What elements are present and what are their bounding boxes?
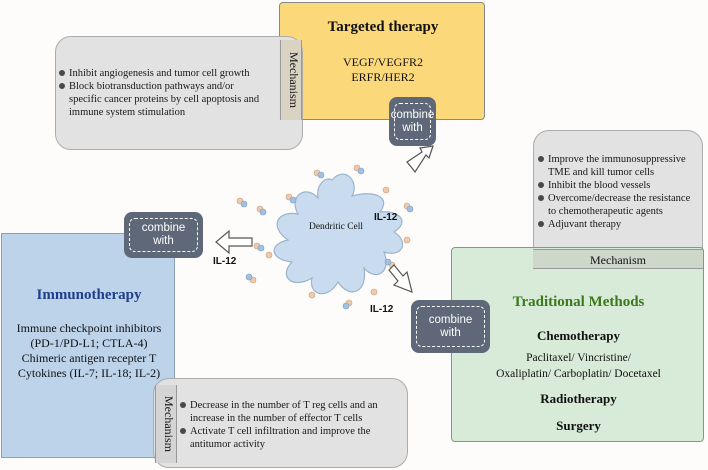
targeted-mechanism-list: Inhibit angiogenesis and tumor cell grow… bbox=[59, 67, 264, 119]
il12-label-left: IL-12 bbox=[213, 256, 237, 267]
combine-with-label: combine with bbox=[129, 218, 198, 252]
combine-with-immuno: combine with bbox=[124, 212, 203, 258]
list-item: Overcome/decrease the resistance to chem… bbox=[538, 192, 700, 218]
combine-with-label: combine with bbox=[416, 306, 485, 347]
list-item: Decrease in the number of T reg cells an… bbox=[180, 399, 405, 425]
list-item: Inhibit the blood vessels bbox=[538, 179, 700, 192]
traditional-methods-box: Traditional Methods Chemotherapy Paclita… bbox=[451, 247, 704, 442]
targeted-therapy-title: Targeted therapy bbox=[327, 19, 439, 35]
immuno-mechanism-box: Decrease in the number of T reg cells an… bbox=[153, 378, 408, 468]
il12-label-top: IL-12 bbox=[374, 212, 398, 223]
list-item: Adjuvant therapy bbox=[538, 218, 700, 231]
arrow-to-immuno-icon bbox=[215, 229, 253, 255]
targeted-mechanism-label: Mechanism bbox=[280, 40, 302, 120]
targeted-therapy-box: Targeted therapy VEGF/VEGFR2 ERFR/HER2 bbox=[279, 2, 485, 120]
immunotherapy-box: Immunotherapy Immune checkpoint inhibito… bbox=[1, 233, 175, 458]
immuno-line-2: (PD-1/PD-L1; CTLA-4) bbox=[30, 336, 148, 350]
list-item: Improve the immunosuppressive TME and ki… bbox=[538, 153, 700, 179]
dendritic-cell-body bbox=[273, 173, 404, 295]
immuno-mechanism-label: Mechanism bbox=[155, 385, 177, 463]
traditional-mechanism-list: Improve the immunosuppressive TME and ki… bbox=[538, 153, 700, 231]
traditional-title: Traditional Methods bbox=[512, 294, 645, 310]
combine-with-targeted: combine with bbox=[389, 97, 436, 146]
immunotherapy-title: Immunotherapy bbox=[36, 287, 142, 303]
cytokine-dots-blue bbox=[240, 167, 414, 310]
radiotherapy-label: Radiotherapy bbox=[540, 391, 617, 406]
surgery-label: Surgery bbox=[556, 418, 601, 433]
list-item: Activate T cell infiltration and improve… bbox=[180, 425, 405, 451]
combine-with-label: combine with bbox=[391, 103, 434, 140]
immuno-line-4: Cytokines (IL-7; IL-18; IL-2) bbox=[17, 366, 161, 380]
immuno-line-1: Immune checkpoint inhibitors bbox=[16, 321, 162, 335]
immuno-mechanism-list: Decrease in the number of T reg cells an… bbox=[180, 399, 405, 451]
dendritic-cell-label: Dendritic Cell bbox=[308, 222, 364, 232]
il12-label-bottom: IL-12 bbox=[370, 304, 394, 315]
immuno-line-3: Chimeric antigen recepter T bbox=[21, 351, 157, 365]
chemo-drugs-line-1: Paclitaxel/ Vincristine/ bbox=[526, 352, 631, 364]
targeted-mechanism-box: Inhibit angiogenesis and tumor cell grow… bbox=[55, 36, 303, 150]
list-item: Block biotransduction pathways and/or sp… bbox=[59, 80, 264, 119]
traditional-mechanism-label: Mechanism bbox=[533, 249, 703, 269]
arrow-to-traditional-icon bbox=[388, 264, 413, 293]
arrow-to-targeted-icon bbox=[406, 145, 434, 174]
combine-with-traditional: combine with bbox=[411, 300, 490, 353]
chemo-drugs-line-2: Oxaliplatin/ Carboplatin/ Docetaxel bbox=[496, 368, 661, 380]
traditional-mechanism-box: Improve the immunosuppressive TME and ki… bbox=[533, 130, 703, 270]
chemotherapy-label: Chemotherapy bbox=[536, 328, 621, 343]
targeted-line-1: VEGF/VEGFR2 bbox=[342, 55, 423, 69]
list-item: Inhibit angiogenesis and tumor cell grow… bbox=[59, 67, 264, 80]
targeted-line-2: ERFR/HER2 bbox=[351, 70, 415, 84]
